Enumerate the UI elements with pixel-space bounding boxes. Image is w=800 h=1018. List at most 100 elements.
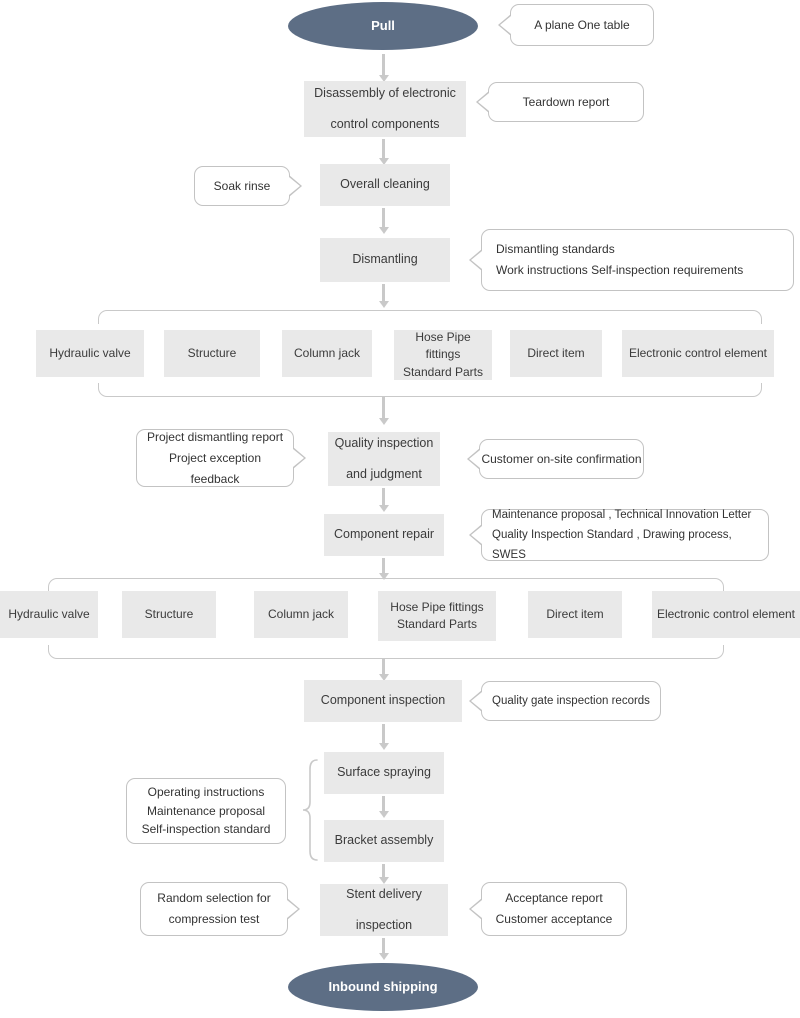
callout-maintenance-docs[interactable]: Maintenance proposal , Technical Innovat… bbox=[469, 509, 769, 561]
callout-project-reports-text: Project dismantling report Project excep… bbox=[146, 429, 284, 486]
node-end-inbound-shipping[interactable]: Inbound shipping bbox=[288, 963, 478, 1011]
callout-random-selection[interactable]: Random selection for compression test bbox=[140, 882, 300, 936]
callout-teardown-report[interactable]: Teardown report bbox=[476, 82, 644, 122]
callout-operating-instructions-text: Operating instructions Maintenance propo… bbox=[141, 785, 271, 837]
arrow-head bbox=[378, 75, 389, 82]
chip-row2-structure[interactable]: Structure bbox=[122, 591, 216, 638]
chip-row1-column-jack[interactable]: Column jack bbox=[282, 330, 372, 377]
arrow-shaft bbox=[382, 558, 385, 573]
bracket-row2-bottom bbox=[48, 645, 724, 659]
callout-a-plane-one-table[interactable]: A plane One table bbox=[498, 4, 654, 46]
chip-row2-hose-pipe-fittings[interactable]: Hose Pipe fittings Standard Parts bbox=[378, 591, 496, 641]
node-overall-cleaning[interactable]: Overall cleaning bbox=[320, 164, 450, 206]
arrow-head bbox=[378, 811, 389, 818]
chip-row1-hose-pipe-fittings[interactable]: Hose Pipe fittings Standard Parts bbox=[394, 330, 492, 380]
node-bracket-assembly[interactable]: Bracket assembly bbox=[324, 820, 444, 862]
callout-a-plane-one-table-text: A plane One table bbox=[534, 17, 630, 32]
arrow-head bbox=[378, 505, 389, 512]
callout-project-reports[interactable]: Project dismantling report Project excep… bbox=[136, 429, 306, 487]
arrow-dismantling-to-row1 bbox=[378, 284, 389, 308]
arrow-shaft bbox=[382, 938, 385, 953]
chip-label: Direct item bbox=[527, 345, 585, 360]
arrow-head bbox=[378, 953, 389, 960]
bracket-row1-bottom bbox=[98, 383, 762, 397]
bracket-row1-top bbox=[98, 310, 762, 324]
arrow-inspection-to-spraying bbox=[378, 724, 389, 750]
arrow-quality-to-repair bbox=[378, 488, 389, 512]
callout-tail-inner bbox=[471, 692, 482, 710]
chip-label: Hydraulic valve bbox=[8, 606, 90, 621]
callout-tail-inner bbox=[500, 16, 511, 34]
chip-row1-structure[interactable]: Structure bbox=[164, 330, 260, 377]
chip-label: Hose Pipe fittings Standard Parts bbox=[402, 329, 484, 379]
callout-quality-gate-records[interactable]: Quality gate inspection records bbox=[469, 681, 661, 721]
arrow-row2-to-component-inspection bbox=[378, 659, 389, 681]
chip-label: Hose Pipe fittings Standard Parts bbox=[390, 599, 484, 631]
callout-acceptance-report[interactable]: Acceptance report Customer acceptance bbox=[469, 882, 627, 936]
chip-row2-hydraulic-valve[interactable]: Hydraulic valve bbox=[0, 591, 98, 638]
node-quality-inspection[interactable]: Quality inspection and judgment bbox=[328, 432, 440, 486]
chip-row1-hydraulic-valve[interactable]: Hydraulic valve bbox=[36, 330, 144, 377]
callout-tail-inner bbox=[478, 93, 489, 111]
callout-soak-rinse[interactable]: Soak rinse bbox=[194, 166, 302, 206]
callout-customer-onsite-confirmation[interactable]: Customer on-site confirmation bbox=[467, 439, 644, 479]
arrow-head bbox=[378, 227, 389, 234]
arrow-spraying-to-bracket-assembly bbox=[378, 796, 389, 818]
callout-customer-onsite-text: Customer on-site confirmation bbox=[481, 451, 642, 466]
node-end-label: Inbound shipping bbox=[328, 979, 438, 995]
arrow-head bbox=[378, 674, 389, 681]
chip-label: Electronic control element bbox=[656, 606, 796, 621]
chip-row1-electronic-control-element[interactable]: Electronic control element bbox=[622, 330, 774, 377]
callout-dismantling-standards[interactable]: Dismantling standards Work instructions … bbox=[469, 229, 794, 291]
chip-label: Structure bbox=[187, 345, 237, 360]
node-disassembly[interactable]: Disassembly of electronic control compon… bbox=[304, 81, 466, 137]
callout-dismantling-standards-text: Dismantling standards Work instructions … bbox=[496, 242, 744, 277]
chip-label: Column jack bbox=[267, 606, 335, 621]
arrow-shaft bbox=[382, 864, 385, 877]
callout-operating-instructions[interactable]: Operating instructions Maintenance propo… bbox=[126, 778, 286, 844]
arrow-start-to-disassembly bbox=[378, 54, 389, 82]
node-stent-delivery-inspection[interactable]: Stent delivery inspection bbox=[320, 884, 448, 936]
chip-label: Column jack bbox=[293, 345, 361, 360]
chip-label: Direct item bbox=[546, 606, 604, 621]
arrow-shaft bbox=[382, 54, 385, 75]
chip-row2-direct-item[interactable]: Direct item bbox=[528, 591, 622, 638]
callout-quality-gate-text: Quality gate inspection records bbox=[492, 694, 650, 707]
node-start-pull[interactable]: Pull bbox=[288, 2, 478, 50]
arrow-shaft bbox=[382, 284, 385, 301]
chip-row2-column-jack[interactable]: Column jack bbox=[254, 591, 348, 638]
callout-tail-inner bbox=[469, 450, 480, 468]
callout-soak-rinse-text: Soak rinse bbox=[213, 178, 271, 193]
chip-label: Electronic control element bbox=[628, 345, 768, 360]
node-component-inspection[interactable]: Component inspection bbox=[304, 680, 462, 722]
node-disassembly-label: Disassembly of electronic control compon… bbox=[314, 86, 456, 131]
node-surface-spraying[interactable]: Surface spraying bbox=[324, 752, 444, 794]
arrow-head bbox=[378, 743, 389, 750]
node-overall-cleaning-label: Overall cleaning bbox=[340, 177, 430, 192]
arrow-shaft bbox=[382, 208, 385, 227]
bracket-row2-top bbox=[48, 578, 724, 592]
chip-row2-electronic-control-element[interactable]: Electronic control element bbox=[652, 591, 800, 638]
arrow-head bbox=[378, 158, 389, 165]
node-component-repair[interactable]: Component repair bbox=[324, 514, 444, 556]
arrow-shaft bbox=[382, 724, 385, 743]
arrow-shaft bbox=[382, 397, 385, 418]
arrow-shaft bbox=[382, 488, 385, 505]
chip-row1-direct-item[interactable]: Direct item bbox=[510, 330, 602, 377]
node-start-label: Pull bbox=[371, 18, 395, 34]
chip-label: Structure bbox=[144, 606, 194, 621]
callout-maintenance-docs-text: Maintenance proposal , Technical Innovat… bbox=[492, 508, 752, 562]
arrow-assembly-to-stent-delivery bbox=[378, 864, 389, 884]
arrow-row1-to-quality-inspection bbox=[378, 397, 389, 425]
node-stent-delivery-label: Stent delivery inspection bbox=[346, 887, 422, 932]
node-dismantling[interactable]: Dismantling bbox=[320, 238, 450, 282]
arrow-cleaning-to-dismantling bbox=[378, 208, 389, 234]
callout-tail-inner bbox=[289, 177, 300, 195]
arrow-shaft bbox=[382, 659, 385, 674]
callout-teardown-report-text: Teardown report bbox=[522, 94, 610, 109]
callout-tail-inner bbox=[287, 900, 298, 918]
callout-tail-inner bbox=[471, 900, 482, 918]
chip-label: Hydraulic valve bbox=[49, 345, 131, 360]
arrow-disassembly-to-cleaning bbox=[378, 139, 389, 165]
